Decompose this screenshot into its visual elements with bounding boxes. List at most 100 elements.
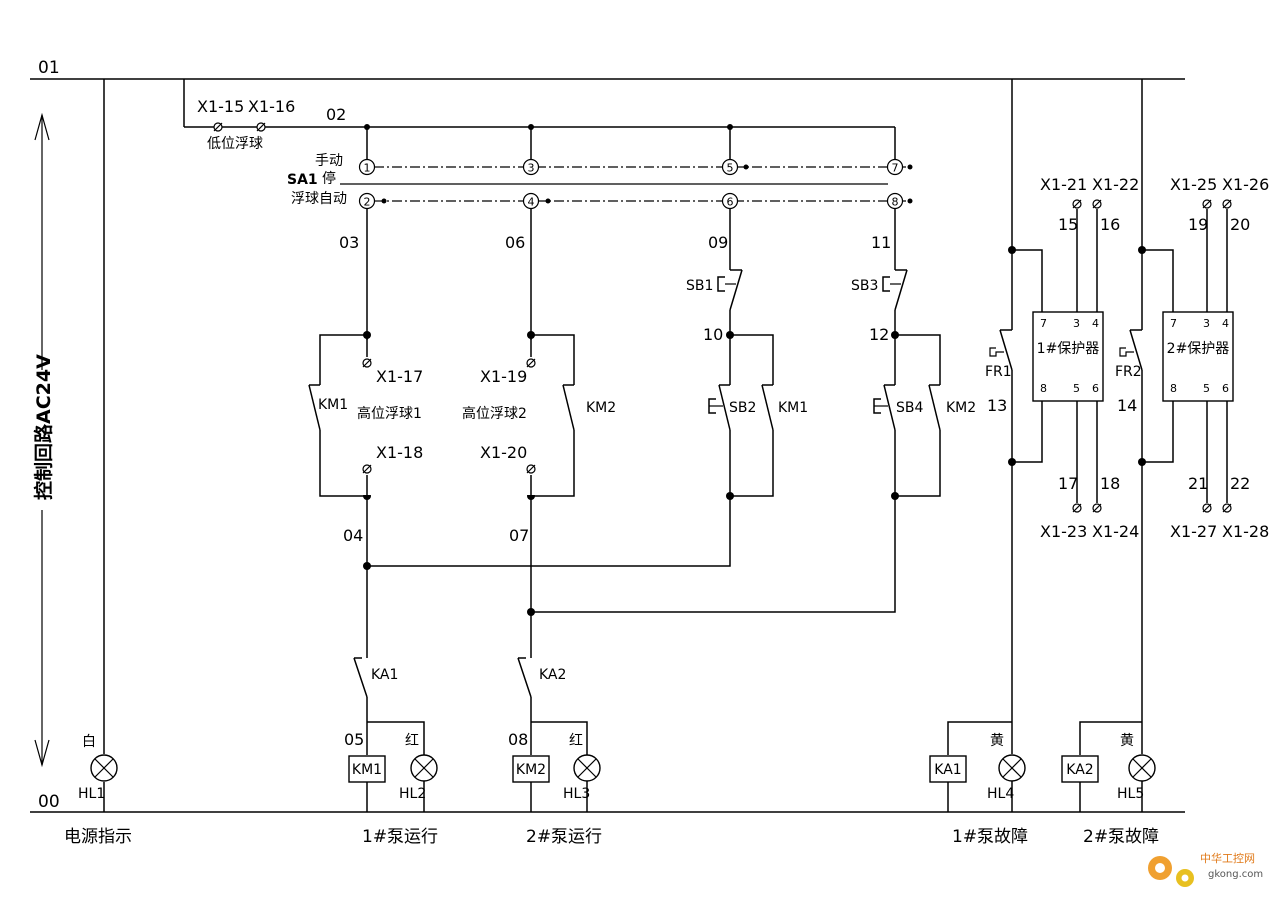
- junction-dot: [364, 124, 370, 130]
- switch-name: SA1: [287, 172, 318, 188]
- terminal-label: X1-27: [1170, 522, 1217, 541]
- km1-aux-contact: [761, 384, 774, 431]
- node-label: 13: [987, 396, 1007, 415]
- terminal-icon: [1072, 199, 1082, 209]
- svg-text:2: 2: [364, 196, 371, 209]
- logo-url: gkong.com: [1208, 869, 1263, 880]
- lamp-hl2-icon: [410, 754, 438, 782]
- node-label: 03: [339, 233, 359, 252]
- km2-contact: [562, 384, 575, 431]
- terminal-label: X1-18: [376, 443, 423, 462]
- contact-label: KM1: [318, 397, 348, 413]
- contact-8: 8: [886, 192, 904, 210]
- lamp-hl1-icon: [90, 754, 118, 782]
- rail-00-label: 00: [38, 792, 60, 812]
- pin-label: 8: [1040, 382, 1047, 395]
- fr2-contact: [1129, 329, 1143, 371]
- link-dot: [545, 198, 551, 204]
- node-label: 05: [344, 730, 364, 749]
- gear-icon: [1148, 856, 1194, 887]
- link-dot: [907, 198, 913, 204]
- side-voltage-label: 控制回路AC24V: [32, 112, 55, 768]
- lamp-hl4-icon: [998, 754, 1026, 782]
- position-label: 手动: [315, 153, 343, 169]
- wire: [1142, 249, 1174, 312]
- junction-dot: [528, 124, 534, 130]
- sb3-contact: [894, 269, 908, 311]
- terminal-icon: [362, 464, 372, 474]
- logo-text: 中华工控网: [1200, 851, 1255, 865]
- switch-label: 低位浮球: [207, 136, 263, 152]
- relay-label: FR2: [1115, 364, 1142, 380]
- wire: [531, 334, 575, 385]
- terminal-icon: [1222, 199, 1232, 209]
- contact-label: KM2: [586, 400, 616, 416]
- svg-text:4: 4: [528, 196, 535, 209]
- coil-label: KA2: [1066, 762, 1093, 778]
- terminal-label: X1-15: [197, 97, 244, 116]
- pin-label: 6: [1222, 382, 1229, 395]
- coil-ka1: [929, 755, 967, 783]
- wire: [730, 430, 774, 497]
- wire: [367, 721, 425, 755]
- terminal-label: X1-20: [480, 443, 527, 462]
- node-label: 16: [1100, 215, 1120, 234]
- rail-01-label: 01: [38, 58, 60, 78]
- terminal-label: X1-16: [248, 97, 295, 116]
- terminal-icon: [1092, 503, 1102, 513]
- coil-label: KM2: [516, 762, 546, 778]
- float-gap: [362, 340, 372, 495]
- junction-dot: [727, 124, 733, 130]
- pin-label: 3: [1073, 317, 1080, 330]
- wire: [730, 334, 774, 385]
- selector-switch-sa1: SA1 手动 停 浮球自动 1 3 5 7 2 4 6 8: [287, 124, 913, 210]
- pump2-fault-branch: FR2 14 2#保护器 7 3 4 8 5 6 X1-25 X1-26 19 …: [1061, 79, 1269, 847]
- node-label: 04: [343, 526, 363, 545]
- coil-label: KM1: [352, 762, 382, 778]
- pin-label: 6: [1092, 382, 1099, 395]
- lamp-hl5-icon: [1128, 754, 1156, 782]
- pump1-manual-branch: 09 SB1 10 SB2 KM1: [367, 209, 808, 567]
- button-label: SB1: [686, 278, 713, 294]
- terminal-icon: [1202, 199, 1212, 209]
- switch-label: 高位浮球1: [357, 405, 422, 422]
- thermal-actuator: [989, 347, 1004, 357]
- terminal-label: X1-28: [1222, 522, 1269, 541]
- button-label: SB4: [896, 400, 923, 416]
- svg-text:1: 1: [364, 162, 371, 175]
- lamp-label: HL1: [78, 786, 105, 802]
- ka1-contact: [353, 657, 368, 698]
- terminal-icon: [213, 122, 223, 132]
- coil-km2: [512, 755, 550, 783]
- km2-aux-contact: [928, 384, 941, 431]
- terminal-label: X1-25: [1170, 175, 1217, 194]
- contact-2: 2: [358, 192, 376, 210]
- pump2-manual-branch: 11 SB3 12 SB4 KM2: [531, 209, 976, 613]
- terminal-label: X1-19: [480, 367, 527, 386]
- wire: [1079, 721, 1142, 755]
- lamp-hl3-icon: [573, 754, 601, 782]
- lamp-color-label: 红: [569, 733, 583, 749]
- svg-text:3: 3: [528, 162, 535, 175]
- button-actuator: [882, 276, 890, 292]
- terminal-label: X1-23: [1040, 522, 1087, 541]
- power-rails: 01 00: [30, 58, 1185, 813]
- gkong-logo: 中华工控网 gkong.com: [1148, 851, 1263, 887]
- link-dot: [381, 198, 387, 204]
- terminal-icon: [1072, 503, 1082, 513]
- contact-3: 3: [522, 158, 540, 176]
- node-label: 17: [1058, 474, 1078, 493]
- sb1-contact: [729, 269, 743, 311]
- wire: [895, 334, 941, 385]
- wire: [1012, 249, 1043, 312]
- node-label: 20: [1230, 215, 1250, 234]
- button-label: SB2: [729, 400, 756, 416]
- coil-ka2: [1061, 755, 1099, 783]
- lamp-color-label: 白: [82, 734, 96, 750]
- node-label: 21: [1188, 474, 1208, 493]
- ka2-contact: [517, 657, 532, 698]
- node-label: 02: [326, 105, 346, 124]
- fr1-contact: [999, 329, 1013, 371]
- wire: [367, 430, 731, 567]
- branch-caption: 1#泵运行: [362, 827, 438, 847]
